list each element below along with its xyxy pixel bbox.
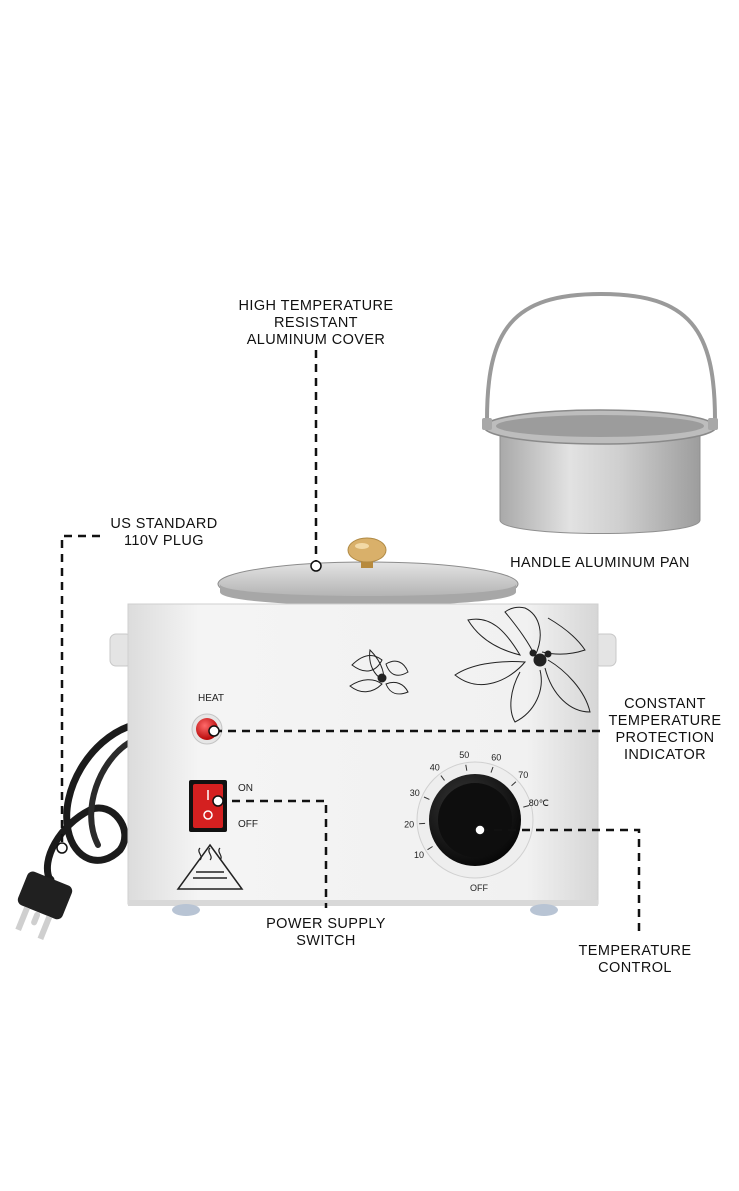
lid-knob [347, 537, 387, 563]
dial-mark-label: 60 [491, 753, 501, 763]
heat-indicator-light [196, 718, 218, 740]
control-label: TEMPERATURE CONTROL [578, 943, 692, 976]
dial-mark-label: 10 [414, 850, 424, 860]
dial-tick [523, 805, 530, 808]
switch-off-label: OFF [238, 819, 258, 830]
dial-mark-label: 40 [430, 763, 440, 773]
dial-tick [440, 775, 445, 781]
dial-mark-label: 20 [404, 819, 414, 829]
dial-mark-label: 30 [410, 788, 420, 798]
indicator-label: CONSTANT TEMPERATURE PROTECTION INDICATO… [608, 696, 722, 763]
aluminum-lid [217, 537, 519, 607]
flower-decoration [349, 606, 591, 723]
pan-handle [485, 291, 717, 421]
power-switch[interactable] [193, 784, 223, 828]
temperature-dial [416, 761, 534, 879]
dial-tick [427, 846, 433, 851]
us-plug [15, 871, 73, 940]
dial-tick [511, 781, 517, 787]
dial-mark-label: 50 [459, 750, 469, 760]
warmer-body [109, 603, 617, 916]
cover-label: HIGH TEMPERATURE RESISTANT ALUMINUM COVE… [238, 298, 394, 348]
aluminum-pan [482, 291, 718, 534]
plug-label: US STANDARD 110V PLUG [110, 516, 218, 549]
dial-tick [465, 764, 468, 771]
dial-tick [423, 796, 430, 800]
pan-label: HANDLE ALUMINUM PAN [510, 555, 690, 571]
dial-mark-label: 80℃ [529, 798, 549, 808]
dial-tick [490, 766, 494, 773]
heat-label: HEAT [198, 693, 224, 704]
power-cord [41, 722, 134, 900]
dial-off-label: OFF [470, 883, 488, 893]
dial-mark-label: 70 [518, 770, 528, 780]
switch-label: POWER SUPPLY SWITCH [266, 916, 386, 949]
foot-left [172, 904, 200, 916]
switch-on-label: ON [238, 783, 253, 794]
foot-right [530, 904, 558, 916]
